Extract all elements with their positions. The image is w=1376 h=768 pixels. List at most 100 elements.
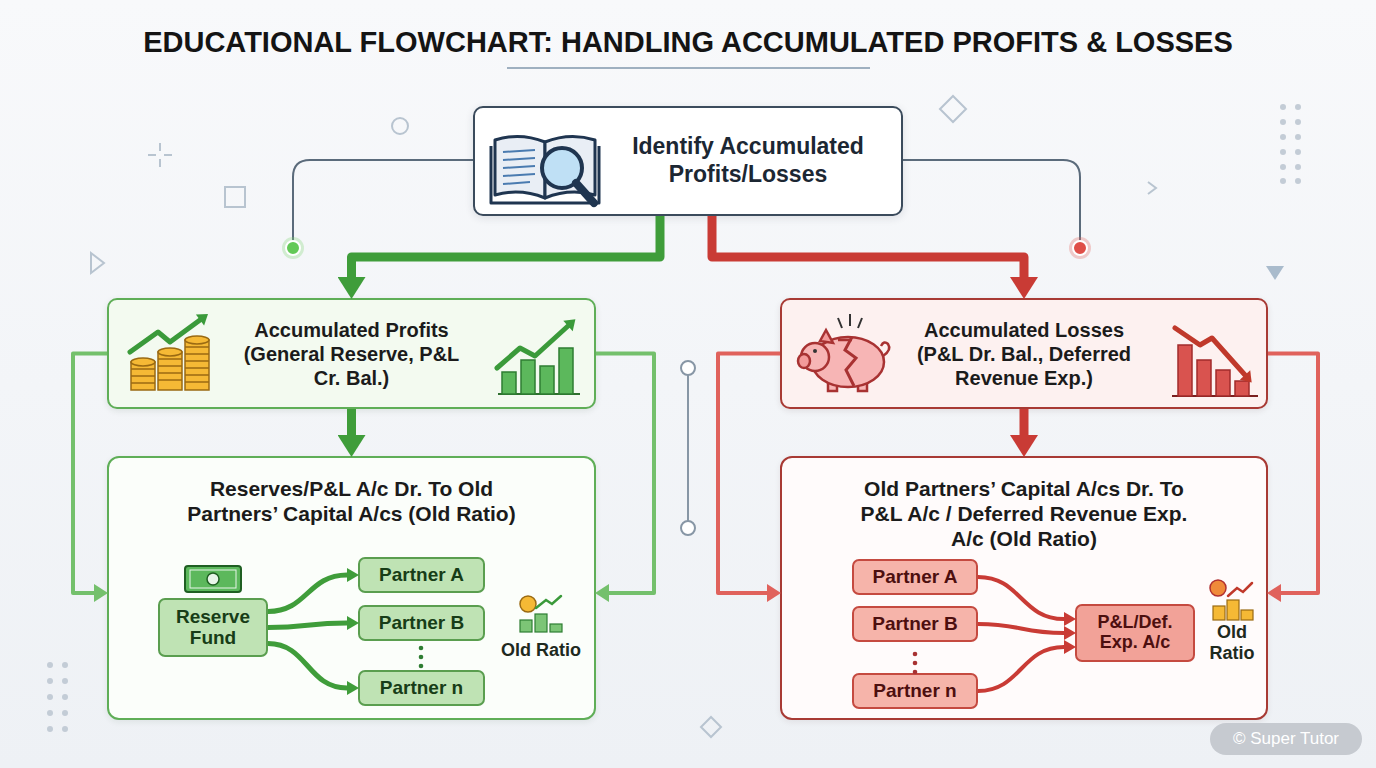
flow-arrow	[978, 647, 1064, 691]
partner-box: Partner A	[852, 559, 978, 595]
node-text: P&L/Def. Exp. A/c	[1081, 613, 1189, 653]
ratio-icon	[536, 596, 561, 608]
bar-chart-up-icon	[563, 319, 575, 331]
bar-chart-down-icon	[1240, 370, 1252, 382]
entry-panel: Reserves/P&L A/c Dr. To Old Partners’ Ca…	[107, 456, 596, 720]
broken-piggy-icon	[801, 343, 829, 371]
money-bill-icon	[207, 573, 219, 585]
coins-growth-icon	[131, 362, 155, 390]
partner-box: Partner n	[852, 673, 978, 709]
broken-piggy-icon	[828, 378, 837, 391]
profit-dot	[282, 237, 304, 259]
broken-piggy-icon	[881, 342, 889, 356]
coins-growth-icon	[130, 314, 209, 390]
divider-line	[687, 375, 689, 521]
broken-piggy-icon	[812, 337, 884, 387]
dot-grid	[1280, 119, 1286, 125]
broken-piggy-icon	[798, 354, 810, 368]
ratio-icon	[520, 596, 562, 632]
dot-grid	[47, 726, 53, 732]
dot-grid	[47, 662, 53, 668]
broken-piggy-icon	[845, 337, 856, 386]
background-shape	[225, 187, 245, 207]
node-text: Old Partners’ Capital A/cs Dr. To P&L A/…	[848, 476, 1200, 552]
bar-chart-up-icon	[540, 366, 554, 394]
book-magnifier-icon	[491, 136, 599, 203]
flow-arrow	[1268, 354, 1318, 594]
flow-arrow	[352, 216, 661, 277]
node-text: Accumulated Losses (P&L Dr. Bal., Deferr…	[906, 318, 1142, 390]
partner-box: Partner A	[358, 557, 485, 593]
bar-chart-up-icon	[559, 348, 573, 394]
fund-box: Reserve Fund	[158, 598, 268, 657]
money-bill-icon	[190, 570, 236, 588]
divider-line	[681, 521, 695, 535]
diagram-title: EDUCATIONAL FLOWCHART: HANDLING ACCUMULA…	[0, 25, 1376, 60]
ratio-note: Old Ratio	[495, 640, 587, 661]
flow-arrow	[718, 354, 780, 594]
flow-arrow	[712, 216, 1024, 277]
book-magnifier-icon	[545, 136, 595, 198]
book-magnifier-icon	[495, 136, 545, 198]
title-underline	[507, 67, 870, 69]
dot-grid	[62, 694, 68, 700]
ratio-icon	[1213, 600, 1253, 620]
watermark: © Super Tutor	[1210, 723, 1362, 755]
bar-chart-down-icon	[1216, 370, 1230, 396]
dot-grid	[1295, 149, 1301, 155]
branch-line	[293, 160, 473, 244]
dot-grid	[1295, 104, 1301, 110]
profit-dot	[286, 241, 300, 255]
background-shape	[1148, 182, 1156, 194]
broken-piggy-icon	[838, 339, 852, 342]
coins-growth-icon	[131, 358, 155, 366]
node-text: Reserves/P&L A/c Dr. To Old Partners’ Ca…	[173, 476, 530, 526]
ratio-note: Old Ratio	[1207, 622, 1257, 663]
coins-growth-icon	[158, 348, 182, 356]
entry-panel: Old Partners’ Capital A/cs Dr. To P&L A/…	[780, 456, 1268, 720]
flow-arrow	[73, 354, 107, 594]
broken-piggy-icon	[838, 314, 862, 328]
ratio-icon	[1227, 600, 1239, 620]
ratio-icon	[1241, 610, 1253, 620]
broken-piggy-icon	[820, 330, 833, 343]
node-text: Partner n	[380, 678, 463, 699]
ratio-icon	[550, 624, 562, 632]
divider-line	[681, 361, 695, 375]
bar-chart-down-icon	[1178, 345, 1249, 396]
ellipsis-dots	[419, 646, 424, 669]
partner-box: Partner n	[358, 670, 485, 706]
account-box: P&L/Def. Exp. A/c	[1075, 604, 1195, 662]
background-shape	[148, 143, 172, 167]
dot-grid	[1280, 178, 1286, 184]
flow-arrow	[978, 624, 1064, 633]
background-shape	[392, 118, 408, 134]
dot-grid	[1280, 104, 1286, 110]
bar-chart-down-icon	[1197, 360, 1211, 396]
coins-growth-icon	[131, 336, 209, 390]
profit-dot	[282, 237, 304, 259]
bar-chart-down-icon	[1175, 328, 1245, 375]
ellipsis-dots	[419, 646, 424, 651]
book-magnifier-icon	[542, 148, 582, 188]
ellipsis-dots	[913, 670, 918, 675]
dot-grid	[47, 678, 53, 684]
dot-grid	[1295, 134, 1301, 140]
partner-box: Partner B	[358, 605, 485, 641]
background-shape	[91, 96, 1284, 737]
book-magnifier-icon	[576, 183, 594, 203]
dot-grid	[1295, 164, 1301, 170]
flow-arrow	[268, 623, 347, 628]
dot-grid	[47, 710, 53, 716]
dot-grid	[62, 726, 68, 732]
node-text: Identify Accumulated Profits/Losses	[615, 133, 881, 188]
bar-chart-up-icon	[497, 319, 580, 394]
money-bill-icon	[185, 566, 241, 592]
background-shape	[940, 96, 966, 122]
title-underline	[507, 68, 870, 69]
dot-grid	[1280, 149, 1286, 155]
ellipsis-dots	[913, 652, 918, 657]
ratio-icon	[520, 614, 562, 632]
